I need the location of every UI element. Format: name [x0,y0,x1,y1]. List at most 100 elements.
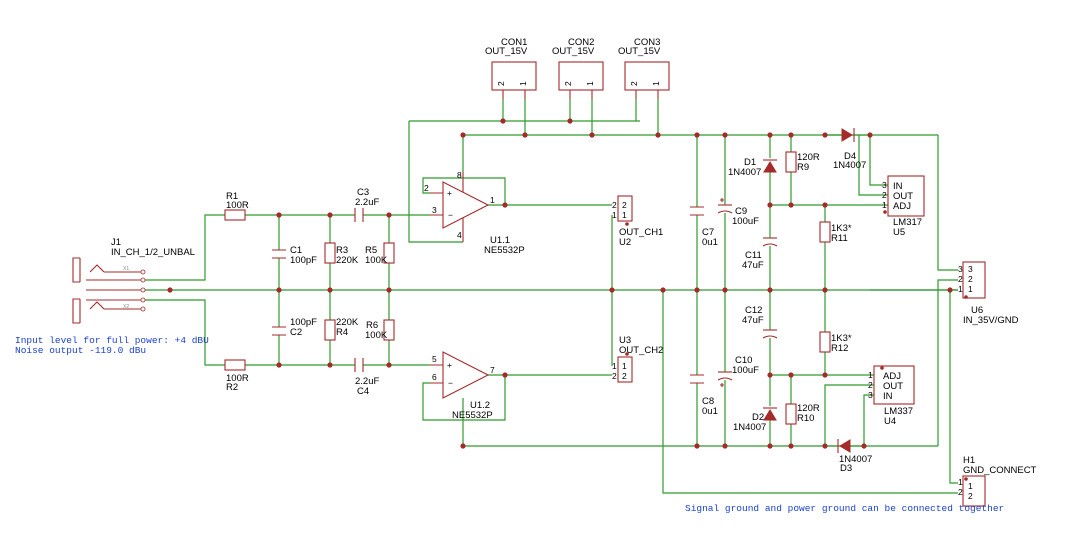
svg-text:R3: R3 [336,245,348,256]
svg-text:2: 2 [968,274,973,284]
svg-text:H1: H1 [963,455,975,466]
svg-text:−: − [448,378,453,388]
svg-text:+: + [447,360,452,370]
svg-text:0u1: 0u1 [702,237,718,248]
svg-text:LM337: LM337 [884,406,913,417]
svg-text:X1: X1 [123,266,129,272]
svg-text:D1: D1 [744,157,756,168]
c3-capacitor: C3 2.2uF [354,187,379,222]
svg-text:2.2uF: 2.2uF [355,197,379,208]
svg-text:100pF: 100pF [290,317,317,328]
wires [143,99,958,494]
svg-text:1: 1 [585,81,595,86]
c11-capacitor: C11 47uF [742,237,778,271]
svg-text:2: 2 [612,371,617,381]
ground-note: Signal ground and power ground can be co… [685,503,1004,514]
c4-capacitor: 2.2uF C4 [354,358,379,397]
svg-text:IN: IN [893,181,903,192]
u1-1-opamp: + − 2 3 1 8 4 U1.1 NE5532P [424,170,525,256]
svg-text:GND_CONNECT: GND_CONNECT [963,465,1037,476]
svg-text:1N4007: 1N4007 [733,422,766,433]
svg-text:D3: D3 [840,463,852,474]
con2-ref: CON2 [568,37,594,48]
svg-text:120R: 120R [797,403,820,414]
svg-text:220K: 220K [336,317,359,328]
svg-text:C9: C9 [735,206,747,217]
svg-text:1: 1 [868,370,873,380]
svg-text:2: 2 [958,487,963,497]
r3-resistor: R3 220K [324,242,359,266]
svg-text:2: 2 [629,81,639,86]
svg-text:1: 1 [612,361,617,371]
svg-text:100pF: 100pF [290,255,317,266]
svg-text:2: 2 [622,371,627,381]
svg-text:+: + [447,188,452,198]
svg-text:NE5532P: NE5532P [484,245,525,256]
svg-text:R12: R12 [831,343,848,354]
svg-text:100K: 100K [365,330,388,341]
d1-diode: D1 1N4007 [728,157,777,178]
svg-text:U2: U2 [619,237,631,248]
r10-resistor: 120R R10 [785,403,820,425]
con1-value: OUT_15V [485,46,528,57]
svg-text:U3: U3 [619,335,631,346]
svg-text:1: 1 [518,81,528,86]
r1-resistor: R1 100R [224,191,249,221]
svg-text:X2: X2 [123,304,129,310]
svg-text:R11: R11 [831,233,848,244]
svg-text:C3: C3 [357,187,369,198]
u3-output-connector: 1 2 1 2 U3 OUT_CH2 [612,335,663,383]
svg-text:R10: R10 [797,413,814,424]
svg-text:R4: R4 [336,327,348,338]
svg-text:OUT_CH1: OUT_CH1 [619,227,663,238]
svg-text:U6: U6 [971,305,983,316]
svg-text:100K: 100K [365,255,388,266]
con1-ref: CON1 [501,37,527,48]
svg-text:5: 5 [432,354,437,364]
input-level-note: Input level for full power: +4 dBU [15,335,209,346]
u4-lm337-regulator: 1 2 3 ADJ OUT IN LM337 U4 [868,365,915,427]
svg-text:R6: R6 [366,320,378,331]
con3-connector: 2 1 CON3 OUT_15V [618,37,670,99]
svg-text:47uF: 47uF [742,260,764,271]
svg-text:C12: C12 [745,305,762,316]
svg-text:R2: R2 [226,382,238,393]
r11-resistor: 1K3* R11 [819,221,852,244]
svg-text:U1.1: U1.1 [490,235,510,246]
c10-capacitor: C10 100uF [717,355,759,387]
svg-text:4: 4 [457,230,462,240]
noise-note: Noise output -119.0 dBu [15,345,146,356]
svg-text:C4: C4 [357,386,369,397]
svg-text:220K: 220K [336,255,359,266]
svg-text:3: 3 [958,264,963,274]
svg-text:1N4007: 1N4007 [728,167,761,178]
c8-capacitor: C8 0u1 [690,374,718,417]
svg-text:2: 2 [622,200,627,210]
c2-capacitor: 100pF C2 [272,317,317,338]
svg-text:1: 1 [612,210,617,220]
svg-text:2: 2 [496,81,506,86]
svg-text:2: 2 [612,200,617,210]
svg-text:7: 7 [490,365,495,375]
svg-text:OUT_CH2: OUT_CH2 [619,345,663,356]
svg-text:0u1: 0u1 [702,406,718,417]
con1-connector: 2 1 CON1 OUT_15V [485,37,537,99]
svg-text:1N4007: 1N4007 [839,454,872,465]
svg-text:C8: C8 [702,396,714,407]
svg-text:R5: R5 [365,245,377,256]
svg-text:IN_35V/GND: IN_35V/GND [963,315,1019,326]
svg-text:ADJ: ADJ [883,371,901,382]
svg-text:1: 1 [490,195,495,205]
svg-text:8: 8 [457,170,462,180]
j1-value: IN_CH_1/2_UNBAL [111,247,195,258]
j1-input-jack: X1 X2 J1 IN_CH_1/2_UNBAL [72,237,195,324]
svg-text:C7: C7 [702,227,714,238]
j1-ref: J1 [111,237,121,248]
svg-text:100R: 100R [226,200,249,211]
d4-diode: D4 1N4007 [833,128,866,171]
svg-text:2: 2 [882,190,887,200]
con2-connector: 2 1 CON2 OUT_15V [552,37,604,99]
svg-text:D4: D4 [844,151,856,162]
svg-text:2.2uF: 2.2uF [355,376,379,387]
